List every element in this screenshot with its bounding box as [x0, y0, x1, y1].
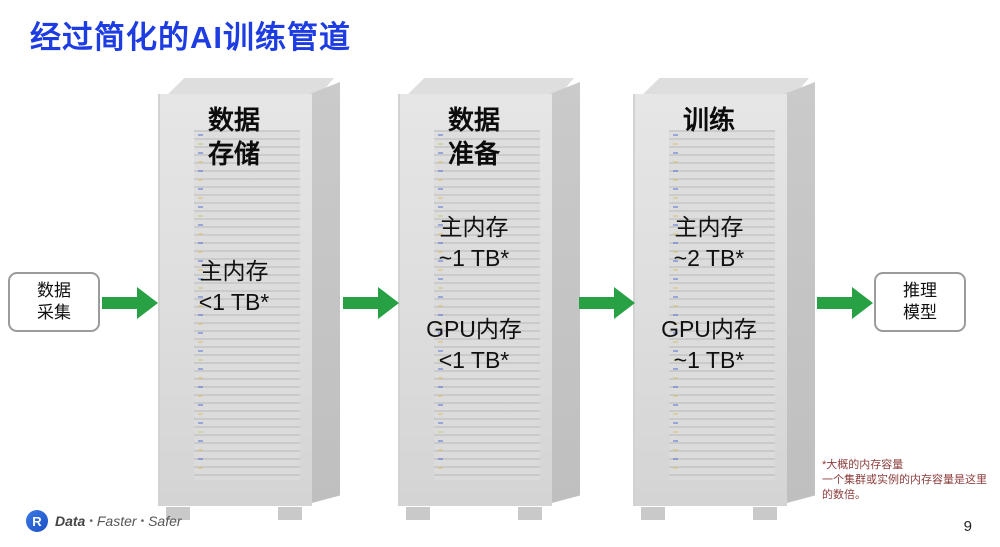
- brand-tagline: Data • Faster • Safer: [55, 513, 182, 529]
- spec-value: <1 TB*: [438, 347, 510, 374]
- rack-foot: [406, 507, 430, 520]
- brand-word: Faster: [96, 513, 137, 529]
- footnote-line: *大概的内存容量: [822, 459, 904, 471]
- stage-title-preparation: 数据 准备: [398, 104, 550, 172]
- rack-side-face: [783, 82, 815, 504]
- rack-front-face: [398, 94, 552, 506]
- rack-slats: [434, 130, 540, 480]
- rack-foot: [641, 507, 665, 520]
- input-box-data-collection: 数据 采集: [8, 272, 100, 332]
- stage-spec-training-main-memory: 主内存 ~2 TB*: [633, 212, 785, 274]
- rack-slats: [194, 130, 300, 480]
- spec-label: 主内存: [439, 214, 509, 240]
- rack-foot: [753, 507, 777, 520]
- flow-arrow-icon: [817, 287, 873, 319]
- brand-logo: R Data • Faster • Safer: [26, 510, 182, 532]
- spec-value: <1 TB*: [198, 289, 270, 316]
- flow-arrow-icon: [579, 287, 635, 319]
- separator-dot: •: [89, 515, 93, 527]
- io-box-line: 数据: [37, 280, 71, 300]
- io-box-line: 采集: [37, 303, 71, 322]
- stage-spec-preparation-gpu-memory: GPU内存 <1 TB*: [398, 314, 550, 376]
- spec-value: ~2 TB*: [673, 245, 745, 272]
- stage-title-line: 准备: [447, 138, 500, 169]
- stage-spec-storage-main-memory: 主内存 <1 TB*: [158, 256, 310, 318]
- separator-dot: •: [140, 515, 145, 527]
- flow-arrow-icon: [343, 287, 399, 319]
- rack-foot: [166, 507, 190, 520]
- stage-title-line: 存储: [207, 138, 260, 169]
- rack-side-face: [308, 82, 340, 504]
- brand-logo-icon: R: [26, 510, 48, 532]
- rack-top-face: [164, 78, 334, 98]
- rack-led-lights: [198, 134, 203, 476]
- rack-slats: [669, 130, 775, 480]
- stage-title-line: 数据: [207, 105, 260, 135]
- stage-title-line: 数据: [447, 105, 500, 135]
- rack-led-lights: [673, 134, 678, 476]
- rack-front-face: [158, 94, 312, 506]
- stage-spec-training-gpu-memory: GPU内存 ~1 TB*: [633, 314, 785, 376]
- brand-word: Data: [55, 513, 86, 529]
- output-box-inference-model: 推理 模型: [874, 272, 966, 332]
- stage-title-training: 训练: [633, 104, 785, 138]
- page-number: 9: [963, 518, 972, 535]
- spec-value: ~1 TB*: [673, 347, 745, 374]
- spec-label: GPU内存: [661, 316, 757, 342]
- rack-front-face: [633, 94, 787, 506]
- rack-foot: [278, 507, 302, 520]
- brand-word: Safer: [148, 513, 182, 529]
- rack-foot: [518, 507, 542, 520]
- rack-top-face: [404, 78, 574, 98]
- stage-title-storage: 数据 存储: [158, 104, 310, 172]
- server-rack-storage: [158, 78, 342, 520]
- spec-label: 主内存: [674, 214, 744, 240]
- spec-value: ~1 TB*: [438, 245, 510, 272]
- flow-arrow-icon: [102, 287, 158, 319]
- spec-label: GPU内存: [426, 316, 522, 342]
- server-rack-training: [633, 78, 817, 520]
- rack-led-lights: [438, 134, 443, 476]
- io-box-line: 模型: [903, 303, 937, 322]
- server-rack-preparation: [398, 78, 582, 520]
- rack-side-face: [548, 82, 580, 504]
- io-box-line: 推理: [903, 280, 937, 300]
- rack-top-face: [639, 78, 809, 98]
- spec-label: 主内存: [199, 258, 269, 284]
- stage-title-line: 训练: [682, 105, 735, 135]
- slide-title: 经过简化的AI训练管道: [30, 20, 351, 55]
- footnote: *大概的内存容量 一个集群或实例的内存容量是这里的数倍。: [822, 458, 994, 503]
- stage-spec-preparation-main-memory: 主内存 ~1 TB*: [398, 212, 550, 274]
- footnote-line: 一个集群或实例的内存容量是这里的数倍。: [822, 473, 987, 501]
